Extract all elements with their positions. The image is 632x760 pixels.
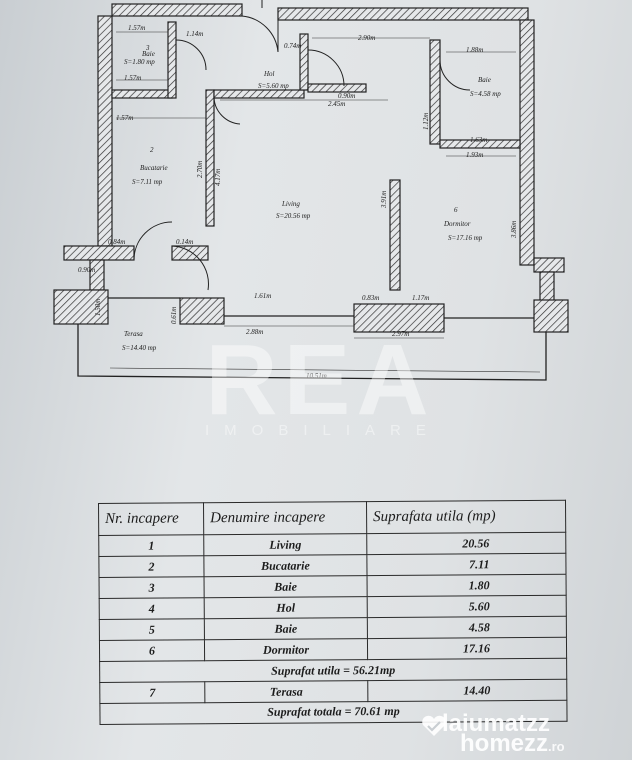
brand-line2-text: homezz: [460, 730, 549, 757]
dim-label: 0.84m: [108, 238, 125, 246]
dim-label: 1.12m: [422, 113, 430, 130]
cell-area: 1.80: [367, 574, 567, 597]
room-area: S=4.58 mp: [470, 90, 501, 98]
terasa-outline: [77, 297, 547, 381]
dim-label: 1.57m: [116, 114, 133, 122]
cell-nr: 2: [98, 556, 205, 578]
room-number: 6: [454, 206, 458, 214]
dim-label: 0.90m: [78, 266, 95, 274]
dim-label: 0.90m: [338, 92, 355, 100]
cell-name: Hol: [204, 596, 368, 619]
dim-label: 10.51m: [306, 372, 327, 380]
rea-watermark: REA IMOBILIARE: [205, 330, 435, 439]
cell-area: 14.40: [367, 679, 567, 702]
room-name: Bucatarie: [140, 164, 168, 172]
column-header: Suprafata utila (mp): [366, 500, 566, 535]
room-name: Baie: [142, 50, 155, 58]
room-area: S=5.60 mp: [258, 82, 289, 90]
cell-nr: 7: [99, 681, 205, 704]
cell-name: Bucatarie: [203, 555, 368, 578]
dim-label: 1.14m: [186, 30, 203, 38]
room-name: Baie: [478, 76, 491, 84]
dim-label: 2.70m: [196, 161, 204, 178]
cell-nr: 4: [99, 598, 205, 620]
cell-nr: 5: [99, 618, 205, 641]
cell-nr: 6: [99, 639, 205, 662]
room-area: S=17.16 mp: [448, 234, 483, 242]
room-number: 3: [145, 44, 150, 52]
dim-label: 4.17m: [214, 169, 222, 186]
room-area: S=14.40 mp: [122, 344, 157, 352]
dim-label: 1.93m: [466, 151, 483, 159]
dimension-lines: [109, 31, 541, 373]
cell-name: Terasa: [204, 680, 368, 703]
dim-label: 2.45m: [328, 100, 345, 108]
door-swings: [133, 0, 471, 291]
cell-area: 5.60: [367, 595, 567, 618]
room-area: S=20.56 mp: [276, 212, 311, 220]
dim-label: 2.90m: [358, 34, 375, 42]
floor-plan: 1.57m 1.14m 1.57m 0.74m 2.90m 1.88m 1.63…: [53, 0, 569, 381]
dim-label: 3.91m: [380, 191, 388, 209]
dim-label: 0.74m: [284, 42, 301, 50]
room-name: Dormitor: [443, 220, 471, 228]
room-area: S=1.80 mp: [124, 58, 155, 66]
watermark-subtitle: IMOBILIARE: [205, 422, 441, 439]
brand-tld: .ro: [548, 739, 565, 754]
brand-line1: laiumatzz: [442, 710, 551, 737]
dim-label: 2.88m: [246, 328, 263, 336]
dim-label: 0.61m: [170, 307, 178, 324]
cell-nr: 3: [99, 577, 205, 599]
cell-name: Living: [203, 534, 367, 557]
cell-area: 20.56: [366, 532, 566, 556]
cell-name: Baie: [204, 617, 368, 640]
column-header: Denumire incapere: [203, 501, 367, 536]
dim-label: 0.14m: [176, 238, 193, 246]
dim-label: 3.86m: [510, 221, 518, 239]
cell-area: 7.11: [366, 553, 567, 576]
cell-nr: 1: [98, 535, 204, 557]
dim-label: 1.88m: [466, 46, 483, 54]
walls: [53, 3, 569, 333]
room-name: Terasa: [124, 330, 143, 338]
dim-label: 1.61m: [254, 292, 271, 300]
room-area-table: Nr. incapere Denumire incapere Suprafata…: [98, 500, 568, 725]
dim-label: 2.97m: [392, 330, 409, 338]
room-name: Living: [281, 200, 300, 208]
dim-label: 1.57m: [124, 74, 141, 82]
dim-label: 1.17m: [412, 294, 429, 302]
cell-area: 4.58: [367, 616, 567, 639]
room-number: 2: [150, 146, 154, 154]
dim-label: 1.50m: [94, 299, 102, 316]
cell-area: 17.16: [367, 637, 567, 660]
heart-check-icon: [422, 715, 446, 736]
cell-name: Dormitor: [204, 638, 368, 661]
room-name: Hol: [263, 70, 275, 78]
dim-label: 1.57m: [128, 24, 145, 32]
brand-line2: homezz.ro: [460, 730, 565, 758]
column-header: Nr. incapere: [98, 502, 204, 536]
cell-name: Baie: [204, 575, 368, 599]
room-area: S=7.11 mp: [132, 178, 163, 186]
table-header-row: Nr. incapere Denumire incapere Suprafata…: [98, 500, 566, 536]
dim-label: 0.83m: [362, 294, 379, 302]
dim-label: 1.63m: [470, 136, 487, 144]
watermark-logo: REA: [205, 324, 435, 436]
